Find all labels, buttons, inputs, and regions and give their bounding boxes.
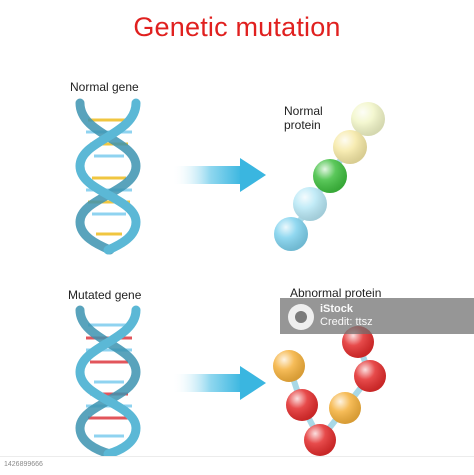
mutated-dna-strand-front <box>75 305 141 459</box>
abnormal-protein-label: Abnormal protein <box>290 286 382 300</box>
normal-gene-label: Normal gene <box>70 80 139 94</box>
normal-dna-helix <box>75 98 141 255</box>
istock-logo-icon <box>288 304 314 330</box>
abnormal-protein-chain <box>273 326 386 456</box>
normal-protein-label: Normal protein <box>284 104 323 132</box>
watermark-brand: iStock <box>320 303 354 315</box>
normal-arrow-icon <box>172 158 266 192</box>
watermark-credit: Credit: ttsz <box>320 316 373 328</box>
footer-image-id: 1426899666 <box>4 461 43 468</box>
mutated-gene-label: Mutated gene <box>68 288 142 302</box>
mutated-dna-helix <box>75 305 141 459</box>
normal-dna-strand-front <box>75 98 141 255</box>
mutated-arrow-icon <box>172 366 266 400</box>
footer-bar <box>0 456 474 475</box>
watermark-text: iStock Credit: ttsz <box>320 303 470 329</box>
diagram-title: Genetic mutation <box>133 12 341 42</box>
normal-protein-chain <box>274 102 385 251</box>
